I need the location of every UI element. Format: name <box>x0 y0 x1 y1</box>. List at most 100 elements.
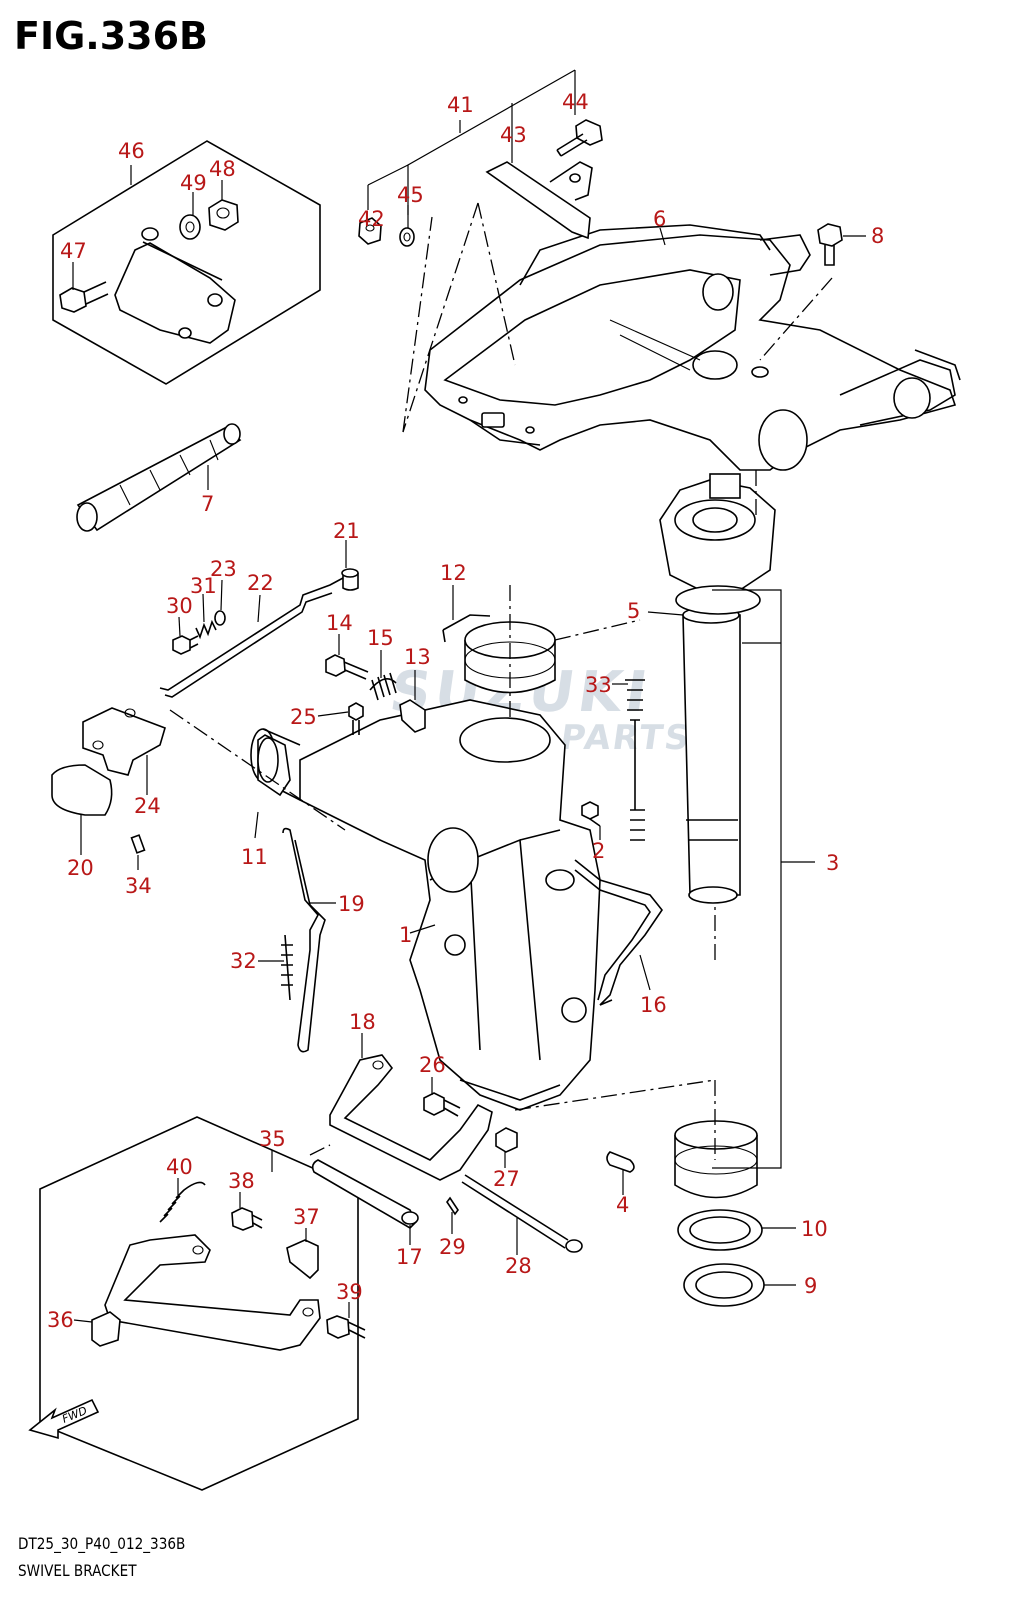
spring-part-40 <box>159 1181 206 1223</box>
callout-numbers: 1 2 3 4 5 6 7 8 9 10 11 12 13 14 15 16 1… <box>47 90 884 1332</box>
callout-41: 41 <box>447 93 474 117</box>
callout-31: 31 <box>190 574 217 598</box>
part-46-group-box <box>52 140 321 385</box>
callout-20: 20 <box>67 856 94 880</box>
nut-part-48 <box>208 199 239 231</box>
callout-21: 21 <box>333 519 360 543</box>
callout-35: 35 <box>259 1127 286 1151</box>
collar-part-21 <box>341 568 359 591</box>
callout-4: 4 <box>616 1193 629 1217</box>
alignment-line-rod <box>169 709 346 831</box>
callout-48: 48 <box>209 157 236 181</box>
cap-part-36 <box>91 1311 121 1347</box>
callout-28: 28 <box>505 1254 532 1278</box>
callout-23: 23 <box>210 557 237 581</box>
alignment-line-bolt-8 <box>759 277 833 361</box>
steering-bracket-part-6 <box>424 224 961 471</box>
callout-3: 3 <box>826 851 839 875</box>
bushing-lower-part-3 <box>674 1120 758 1199</box>
collar-part-11 <box>257 734 291 797</box>
spring-part-15 <box>369 672 397 701</box>
spring-part-32 <box>281 934 293 1001</box>
bushing-upper-part-3 <box>659 473 776 615</box>
rod-part-28 <box>461 1174 583 1253</box>
diagram-code: DT25_30_P40_012_336B <box>18 1534 186 1553</box>
spring-part-31 <box>195 619 217 640</box>
leader-lines <box>72 69 866 1323</box>
callout-19: 19 <box>338 892 365 916</box>
footer: DT25_30_P40_012_336B SWIVEL BRACKET <box>18 1530 185 1584</box>
bolt-part-47 <box>59 281 109 313</box>
rod-part-19 <box>282 827 326 1053</box>
rod-part-22 <box>159 577 344 698</box>
callout-25: 25 <box>290 705 317 729</box>
callout-45: 45 <box>397 183 424 207</box>
callout-5: 5 <box>627 599 640 623</box>
bolt-part-30 <box>172 635 199 655</box>
callout-33: 33 <box>585 673 612 697</box>
callout-44: 44 <box>562 90 589 114</box>
alignment-line-shaft-17 <box>309 1144 331 1156</box>
callout-17: 17 <box>396 1245 423 1269</box>
callout-40: 40 <box>166 1155 193 1179</box>
callout-34: 34 <box>125 874 152 898</box>
figure-title: FIG.336B <box>14 14 209 58</box>
bolt-part-44 <box>556 119 603 157</box>
pad-part-20 <box>51 764 113 816</box>
shaft-part-5 <box>682 606 741 904</box>
callout-12: 12 <box>440 561 467 585</box>
bracket-part-18 <box>329 1054 493 1181</box>
washer-part-49 <box>179 214 201 240</box>
callout-9: 9 <box>804 1274 817 1298</box>
plate-part-43 <box>485 161 593 240</box>
bushing-part-12 <box>442 614 556 694</box>
bolt-part-38 <box>231 1207 263 1231</box>
callout-24: 24 <box>134 794 161 818</box>
pin-part-34 <box>130 834 146 854</box>
ring-part-10 <box>677 1209 763 1251</box>
callout-49: 49 <box>180 171 207 195</box>
alignment-line-body <box>554 619 641 641</box>
callout-16: 16 <box>640 993 667 1017</box>
callout-14: 14 <box>326 611 353 635</box>
washer-part-23 <box>214 610 226 626</box>
bolt-part-8 <box>817 223 843 266</box>
alignment-line-bottom <box>514 1079 716 1111</box>
stopper-part-16 <box>574 859 663 1006</box>
washer-part-45 <box>399 227 415 247</box>
callout-27: 27 <box>493 1167 520 1191</box>
tilt-lever-part-35 <box>104 1234 321 1351</box>
callout-11: 11 <box>241 845 268 869</box>
callout-30: 30 <box>166 594 193 618</box>
callout-26: 26 <box>419 1053 446 1077</box>
alignment-line-left-b <box>402 202 479 433</box>
nut-part-42 <box>358 217 382 245</box>
callout-10: 10 <box>801 1217 828 1241</box>
bolt-part-14 <box>325 654 369 680</box>
callout-29: 29 <box>439 1235 466 1259</box>
lever-part-13 <box>399 699 426 733</box>
callout-15: 15 <box>367 626 394 650</box>
diagram-caption: SWIVEL BRACKET <box>18 1561 137 1580</box>
alignment-line-left <box>402 216 433 433</box>
nut-part-27 <box>495 1127 518 1153</box>
shaft-part-17 <box>311 1159 419 1230</box>
callout-47: 47 <box>60 239 87 263</box>
callout-46: 46 <box>118 139 145 163</box>
screw-part-25 <box>348 702 364 735</box>
callout-13: 13 <box>404 645 431 669</box>
clip-part-37 <box>286 1239 319 1280</box>
callout-43: 43 <box>500 123 527 147</box>
callout-2: 2 <box>592 839 605 863</box>
alignment-line-plate <box>477 202 516 366</box>
bracket-part-46 <box>114 227 236 344</box>
bolt-part-26 <box>423 1092 461 1117</box>
bracket-part-24 <box>82 707 166 776</box>
callout-8: 8 <box>871 224 884 248</box>
callout-36: 36 <box>47 1308 74 1332</box>
pin-part-4 <box>606 1151 635 1173</box>
callout-18: 18 <box>349 1010 376 1034</box>
callout-39: 39 <box>336 1280 363 1304</box>
callout-42: 42 <box>358 207 385 231</box>
